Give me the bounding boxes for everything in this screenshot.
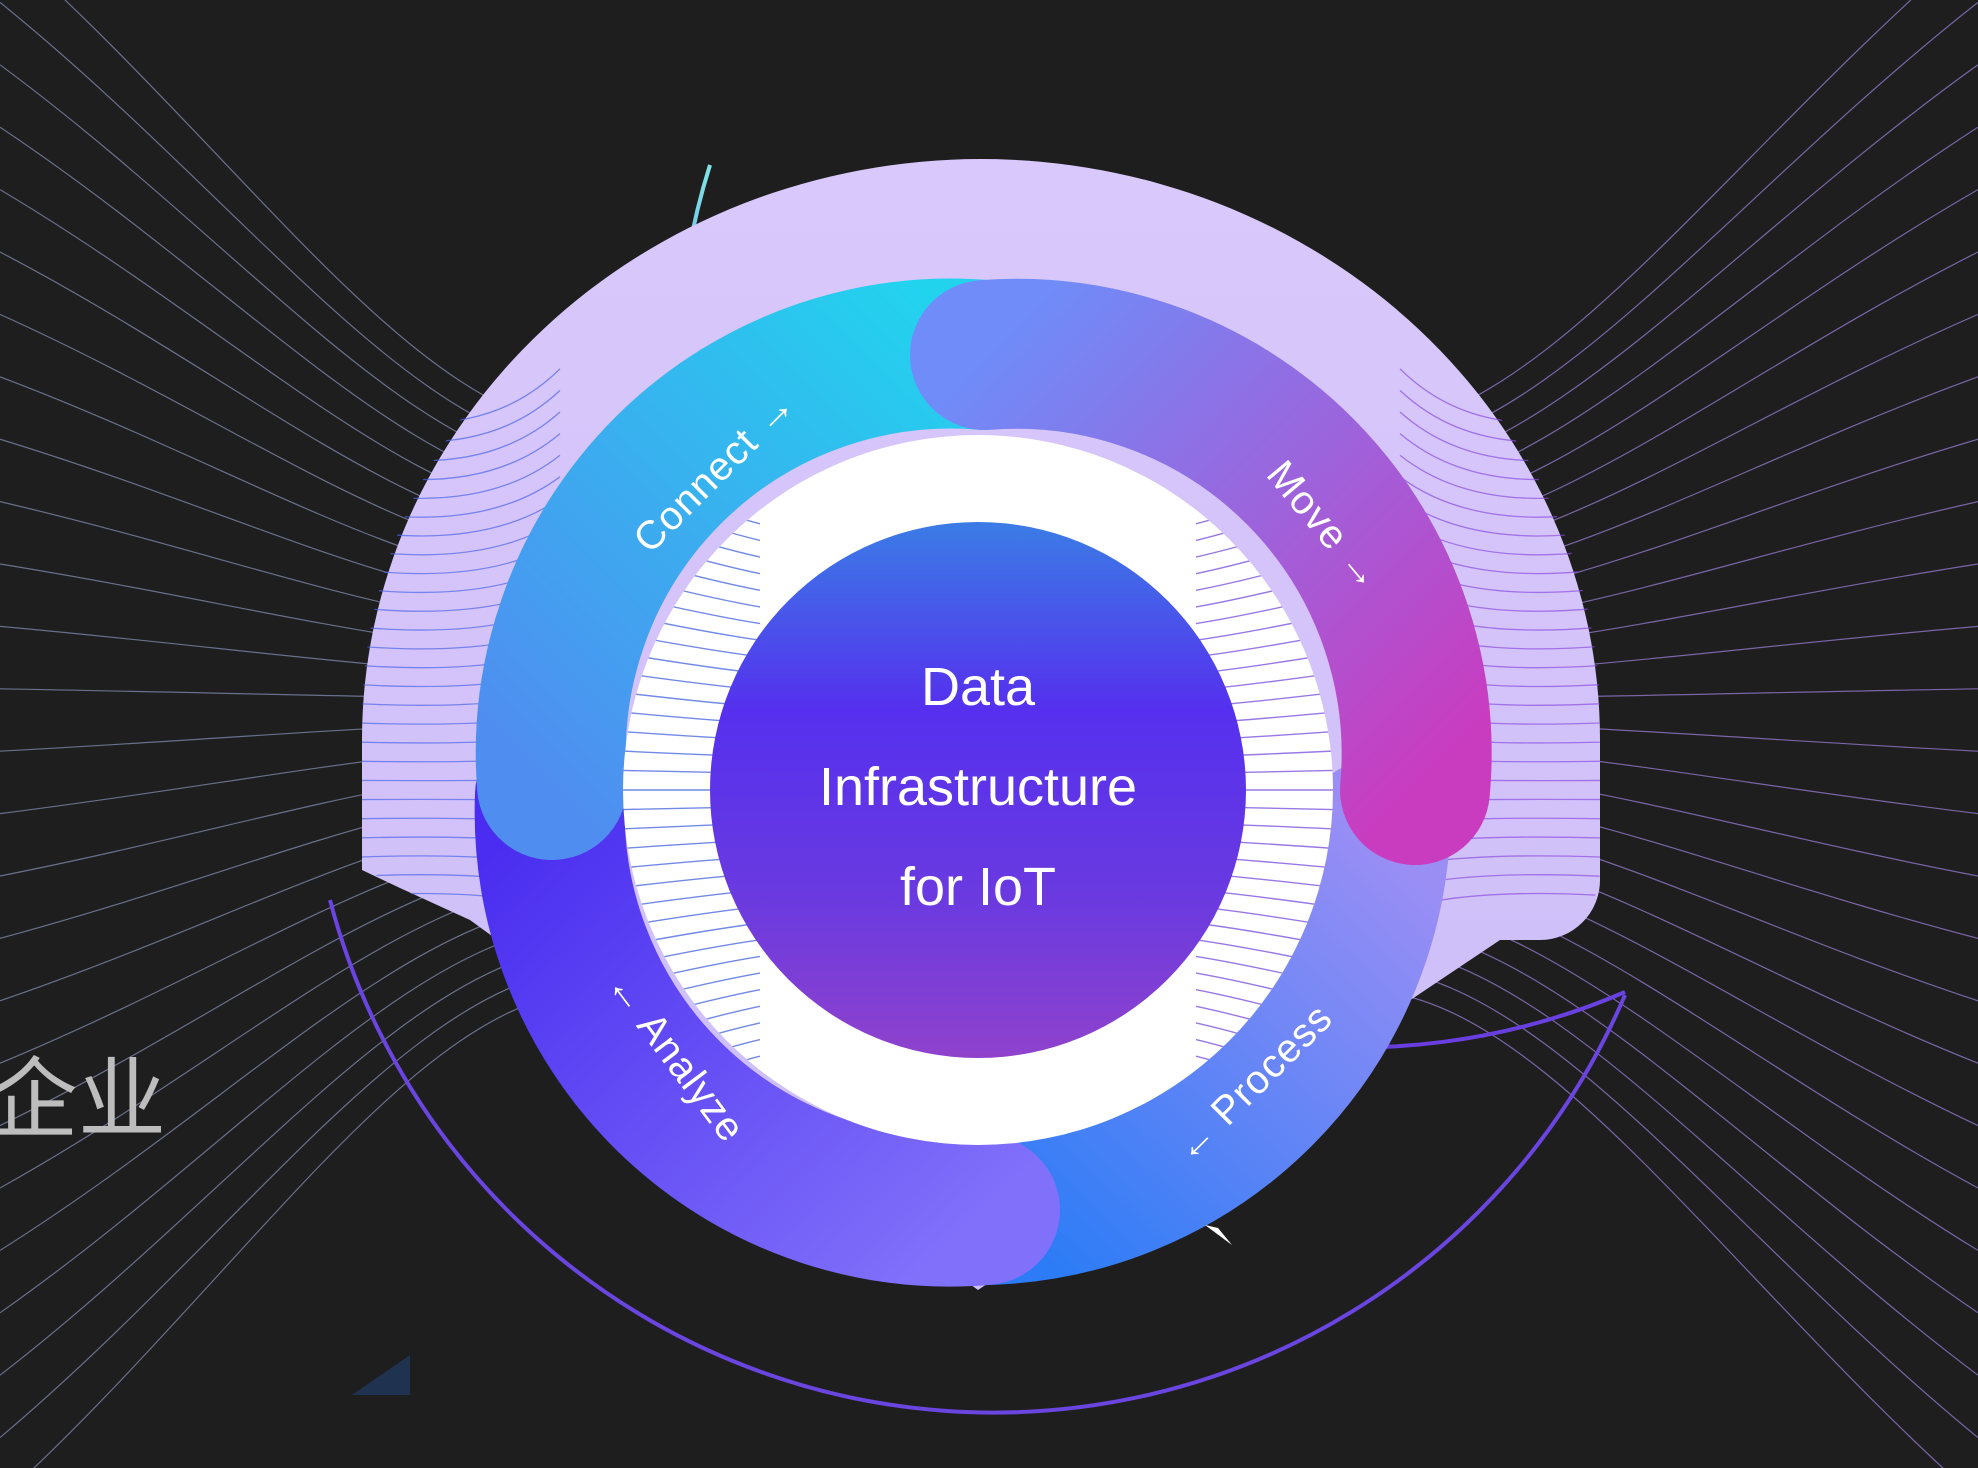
inner-thread-right <box>1195 609 1333 641</box>
fan-line-right <box>1359 967 1978 1439</box>
inner-thread-right <box>1195 939 1333 971</box>
inner-thread-right <box>1195 922 1333 951</box>
band-thread-right <box>1399 476 1600 518</box>
inner-thread-left <box>623 569 761 608</box>
band-thread-right <box>1399 411 1600 462</box>
center-title-line-2: Infrastructure <box>819 757 1137 817</box>
band-thread-left <box>362 454 561 499</box>
side-chinese-text: 企业 <box>0 1048 166 1151</box>
core-circle <box>710 522 1246 1058</box>
segment-analyze <box>474 720 1060 1287</box>
ring-segments <box>474 278 1492 1287</box>
band-thread-right <box>1399 433 1600 481</box>
band-thread-right <box>1399 389 1600 443</box>
band-thread-left <box>362 411 561 462</box>
band-thread-left <box>362 497 561 537</box>
fan-line-right <box>1359 989 1944 1468</box>
fan-line-left <box>0 944 601 1376</box>
inner-thread-left <box>623 629 761 658</box>
inner-thread-right <box>1195 589 1333 625</box>
fan-line-left <box>0 967 601 1439</box>
inner-thread-right <box>1195 955 1333 991</box>
inner-thread-right <box>1195 972 1333 1011</box>
segment-process <box>910 760 1450 1285</box>
outer-arc-lower <box>328 899 1627 1415</box>
decor-triangle <box>352 1355 410 1395</box>
inner-thread-left <box>623 972 761 1011</box>
decor-pointer <box>1205 1225 1232 1245</box>
fan-line-right <box>1359 944 1978 1376</box>
center-title-line-3: for IoT <box>900 857 1056 917</box>
inner-thread-left <box>623 609 761 641</box>
band-thread-right <box>1399 454 1600 499</box>
inner-thread-left <box>623 955 761 991</box>
band-thread-left <box>362 389 561 443</box>
band-thread-left <box>362 433 561 481</box>
inner-thread-left <box>623 922 761 951</box>
inner-thread-left <box>623 589 761 625</box>
segment-move <box>910 278 1492 865</box>
inner-thread-right <box>1195 569 1333 608</box>
segment-connect <box>475 278 1060 860</box>
fan-line-right <box>1359 922 1978 1314</box>
inner-thread-right <box>1195 629 1333 658</box>
band-thread-left <box>362 476 561 518</box>
center-title-line-1: Data <box>921 657 1036 717</box>
inner-thread-left <box>623 939 761 971</box>
